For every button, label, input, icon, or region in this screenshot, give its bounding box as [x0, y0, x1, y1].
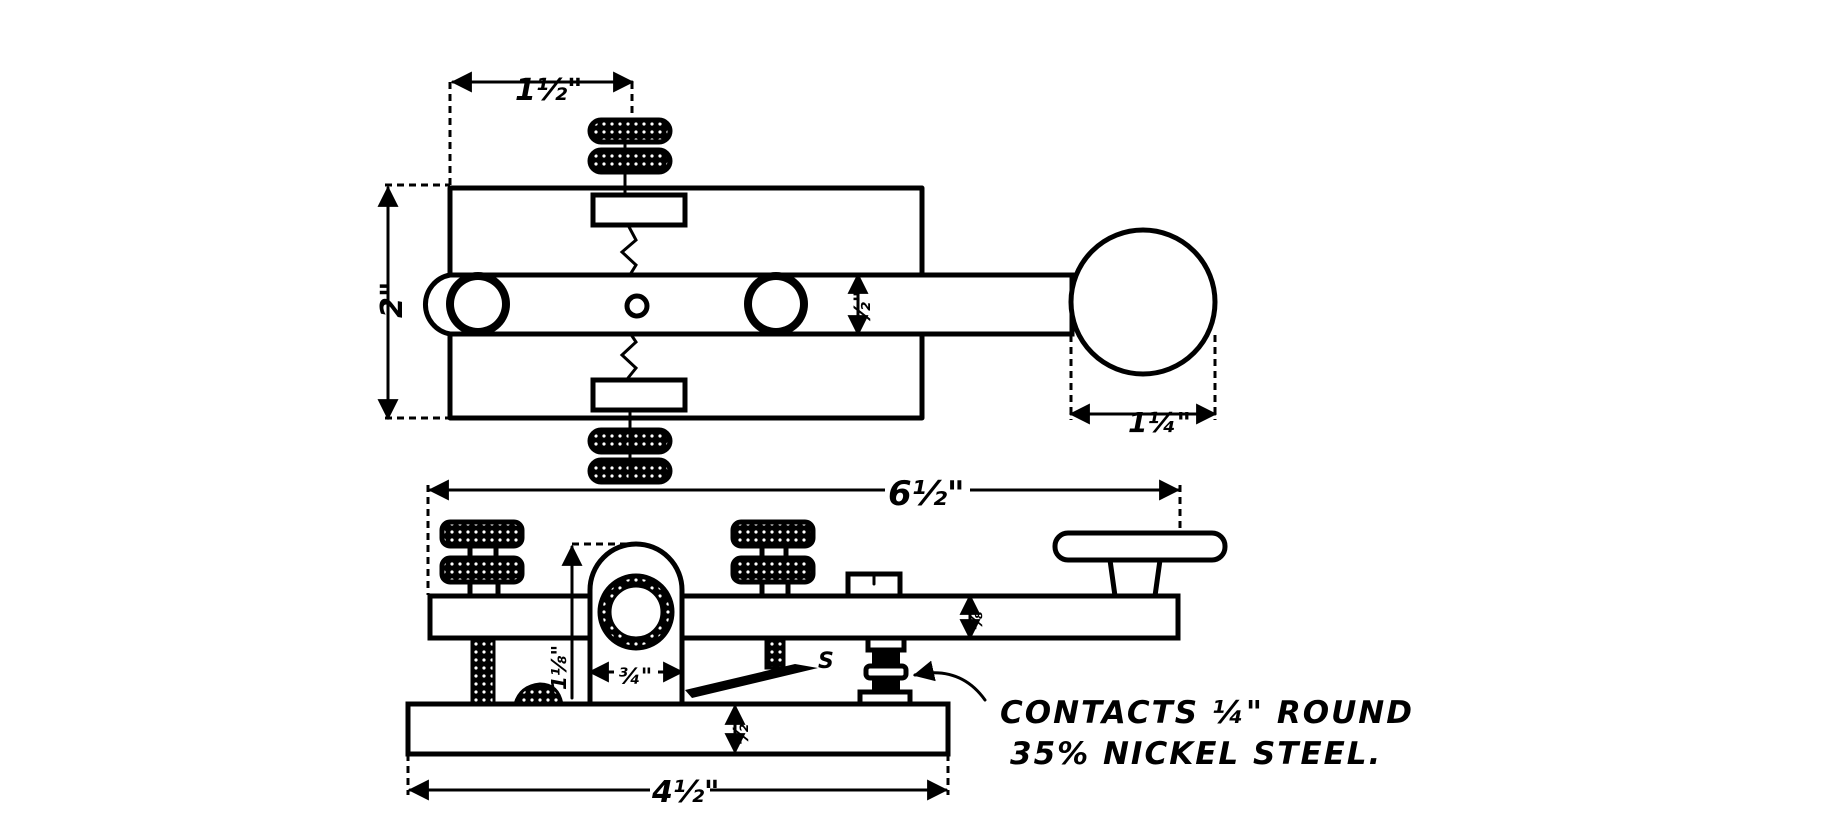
- dim-lever-width: ½": [847, 272, 876, 337]
- top-view: 1½" 2" ½" 1¼": [375, 71, 1218, 485]
- side-knob: [1052, 530, 1228, 599]
- side-middle-adjust-screw: [730, 519, 816, 670]
- note-leader-arrow: [912, 660, 987, 702]
- side-lever-arm: [427, 593, 1181, 641]
- svg-text:½": ½": [851, 291, 876, 325]
- top-pivot-pin: [624, 293, 650, 319]
- top-lower-adjust-screw: [587, 328, 688, 485]
- svg-text:6½": 6½": [888, 474, 965, 514]
- side-view: 6½" S: [405, 470, 1228, 810]
- contacts-note-line1: CONTACTS ¼" ROUND: [1000, 695, 1414, 731]
- side-binding-post: [513, 682, 564, 706]
- svg-text:½": ½": [729, 714, 753, 745]
- dim-knob-diameter: 1¼": [1068, 335, 1218, 439]
- side-contacts: [857, 635, 913, 707]
- dim-base-width: 2": [375, 185, 410, 421]
- svg-text:⅜": ⅜": [966, 602, 987, 630]
- side-spring: [685, 664, 818, 698]
- dim-lever-length: 6½": [426, 470, 1182, 595]
- contacts-note-line2: 35% NICKEL STEEL.: [1010, 736, 1382, 772]
- svg-text:¾": ¾": [618, 665, 652, 690]
- dim-pivot-height: 1⅛": [547, 542, 632, 700]
- dim-base-length: 4½": [406, 754, 950, 810]
- side-base: [405, 701, 951, 757]
- svg-text:2": 2": [375, 281, 410, 318]
- svg-text:1½": 1½": [515, 73, 583, 108]
- dim-base-thickness: ½": [724, 703, 753, 755]
- svg-text:1¼": 1¼": [1128, 406, 1191, 439]
- dim-trunnion-width: ¾": [587, 654, 685, 690]
- top-knob: [1068, 227, 1218, 377]
- svg-text:1⅛": 1⅛": [547, 645, 571, 690]
- svg-text:S: S: [818, 649, 834, 674]
- top-upper-adjust-screw: [587, 117, 688, 280]
- svg-text:4½": 4½": [651, 775, 720, 810]
- dim-lever-thickness: ⅜": [959, 593, 987, 641]
- dim-lever-offset: 1½": [450, 71, 635, 118]
